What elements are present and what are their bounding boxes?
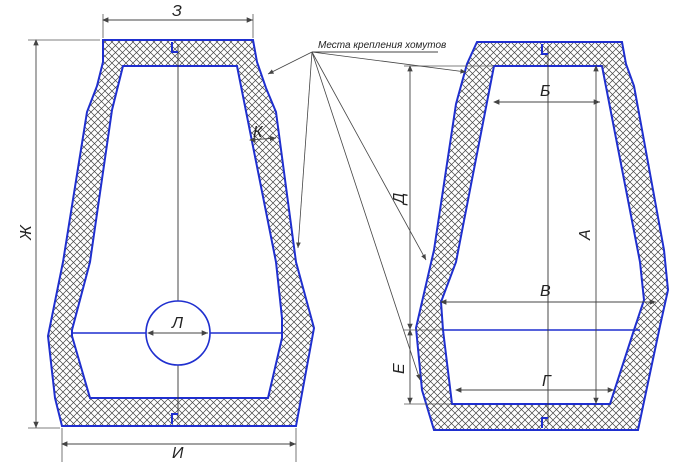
label-d: Д bbox=[391, 193, 408, 206]
label-k: К bbox=[253, 124, 264, 141]
label-e: Е bbox=[391, 363, 408, 374]
label-i: И bbox=[172, 445, 184, 462]
left-part bbox=[28, 14, 316, 462]
label-z: З bbox=[172, 3, 182, 20]
label-g: Г bbox=[542, 373, 552, 390]
left-wall-hatch bbox=[46, 39, 316, 427]
label-b: Б bbox=[540, 83, 550, 100]
label-l: Л bbox=[171, 315, 183, 332]
label-zh: Ж bbox=[18, 224, 35, 241]
clamp-leaders bbox=[267, 51, 467, 381]
label-v: В bbox=[540, 283, 551, 300]
right-wall-hatch bbox=[414, 41, 670, 431]
dim-k-line bbox=[249, 135, 277, 143]
label-a: А bbox=[577, 229, 594, 241]
clamp-note: Места крепления хомутов bbox=[318, 40, 446, 51]
right-part bbox=[404, 41, 670, 431]
